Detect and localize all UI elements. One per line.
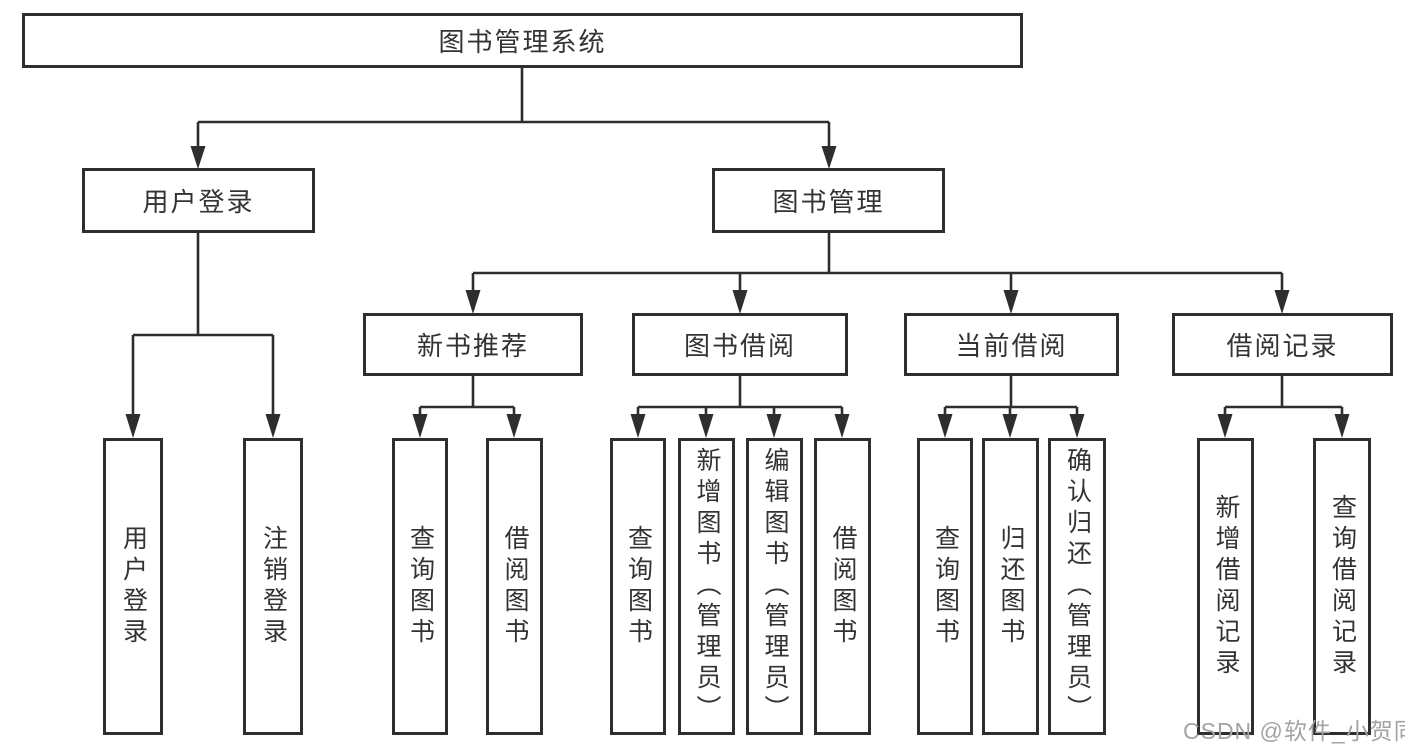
- node-label: 确认归还（管理员）: [1063, 447, 1092, 726]
- node-root: 图书管理系统: [22, 13, 1023, 68]
- node-label: 新增图书（管理员）: [693, 447, 721, 726]
- leaf-logout: 注销登录: [243, 438, 303, 735]
- node-book-borrowing: 图书借阅: [632, 313, 848, 376]
- node-label: 注销登录: [259, 524, 288, 649]
- node-user-login: 用户登录: [82, 168, 315, 233]
- watermark-text: CSDN @软件_小贺同学: [1183, 718, 1405, 744]
- node-label: 新增借阅记录: [1212, 493, 1240, 680]
- node-label: 借阅图书: [829, 524, 857, 649]
- leaf-br-query-record: 查询借阅记录: [1313, 438, 1371, 735]
- leaf-cb-query-books: 查询图书: [917, 438, 973, 735]
- leaf-user-login: 用户登录: [103, 438, 163, 735]
- node-label: 归还图书: [997, 524, 1025, 649]
- node-label: 新书推荐: [416, 331, 529, 361]
- node-label: 查询图书: [931, 524, 960, 649]
- node-label: 编辑图书（管理员）: [761, 447, 789, 726]
- node-label: 用户登录: [119, 524, 148, 649]
- node-label: 图书借阅: [683, 331, 796, 361]
- node-book-management: 图书管理: [712, 168, 945, 233]
- node-label: 查询借阅记录: [1328, 493, 1357, 680]
- leaf-cb-confirm-return-admin: 确认归还（管理员）: [1048, 438, 1106, 735]
- leaf-bb-add-books-admin: 新增图书（管理员）: [678, 438, 735, 735]
- node-current-borrowing: 当前借阅: [904, 313, 1119, 376]
- node-label: 图书管理: [772, 187, 885, 217]
- arrowheads: [125, 146, 1350, 438]
- leaf-bb-edit-books-admin: 编辑图书（管理员）: [746, 438, 803, 735]
- node-label: 当前借阅: [955, 331, 1068, 361]
- leaf-nb-query-books: 查询图书: [392, 438, 448, 735]
- node-borrowing-records: 借阅记录: [1172, 313, 1393, 376]
- leaf-bb-borrow-books: 借阅图书: [814, 438, 871, 735]
- node-label: 查询图书: [406, 524, 435, 649]
- leaf-cb-return-books: 归还图书: [982, 438, 1039, 735]
- node-label: 查询图书: [624, 524, 653, 649]
- node-label: 借阅记录: [1226, 331, 1339, 361]
- node-label: 借阅图书: [501, 524, 529, 649]
- node-label: 图书管理系统: [438, 27, 607, 57]
- leaf-bb-query-books: 查询图书: [610, 438, 666, 735]
- node-new-book-recommend: 新书推荐: [363, 313, 583, 376]
- node-label: 用户登录: [142, 187, 255, 217]
- leaf-br-add-record: 新增借阅记录: [1197, 438, 1254, 735]
- leaf-nb-borrow-books: 借阅图书: [486, 438, 543, 735]
